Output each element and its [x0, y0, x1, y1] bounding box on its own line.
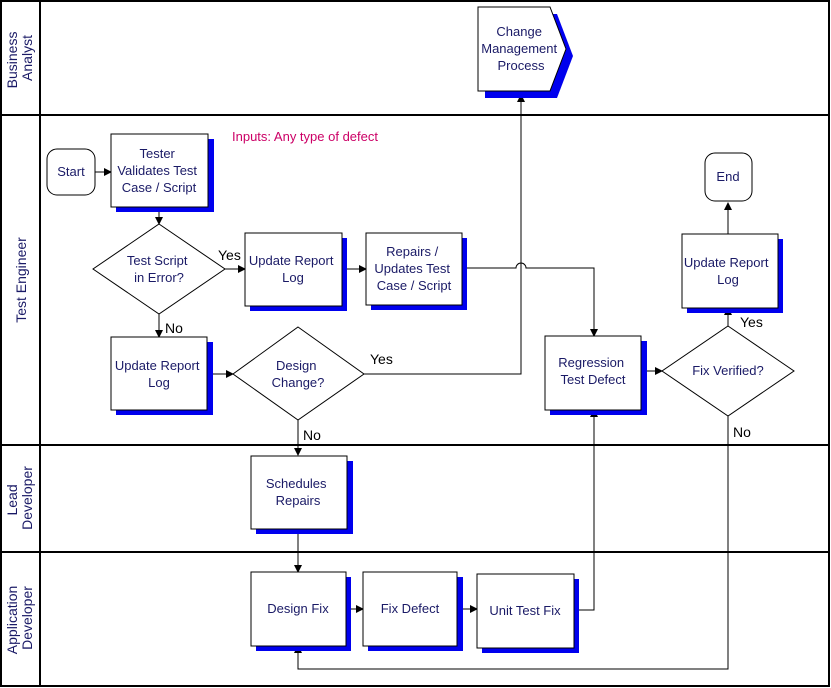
lane-label-business-analyst: Business Analyst — [4, 28, 35, 89]
edge-unit-test-to-regression — [574, 409, 598, 611]
node-unit-test-fix: Unit Test Fix — [476, 573, 579, 653]
svg-text:Unit Test Fix: Unit Test Fix — [489, 603, 561, 618]
label-error-no: No — [165, 320, 183, 336]
inputs-note: Inputs: Any type of defect — [232, 129, 378, 144]
lane-label-application-developer: Application Developer — [4, 582, 35, 654]
node-end: End — [704, 152, 753, 202]
svg-text:Test Script in Error?: Test Script in Error? — [127, 253, 191, 285]
lane-label-lead-developer: Lead Developer — [4, 466, 35, 530]
node-start: Start — [46, 148, 96, 196]
lane-label-test-engineer: Test Engineer — [13, 237, 29, 323]
node-design-change: Design Change? — [232, 326, 365, 421]
svg-text:Update Report Log: Update Report Log — [249, 253, 337, 285]
node-update-report-log-2: Update Report Log — [110, 336, 213, 415]
svg-text:Start: Start — [57, 164, 85, 179]
node-design-fix: Design Fix — [250, 571, 351, 651]
node-regression-test-defect: Regression Test Defect — [544, 335, 647, 415]
svg-text:Change Management: Change Management Process — [481, 24, 561, 73]
node-test-script-in-error: Test Script in Error? — [92, 223, 226, 315]
svg-text:Design Change?: Design Change? — [272, 358, 325, 390]
edge-design-yes-to-change-mgmt — [364, 94, 525, 375]
label-design-yes: Yes — [370, 351, 393, 367]
label-verified-no: No — [733, 424, 751, 440]
node-fix-defect: Fix Defect — [362, 571, 463, 651]
svg-text:Design Fix: Design Fix — [267, 601, 329, 616]
connectors — [95, 94, 732, 670]
edge-verified-no-to-design-fix — [294, 416, 729, 670]
svg-text:Fix Defect: Fix Defect — [381, 601, 440, 616]
svg-text:Update Report Log: Update Report Log — [684, 255, 772, 287]
svg-text:Update Report Log: Update Report Log — [115, 358, 203, 390]
node-change-management-process: Change Management Process — [477, 6, 573, 98]
node-schedules-repairs: Schedules Repairs — [250, 455, 353, 534]
node-repairs-updates-test-case: Repairs / Updates Test Case / Script — [365, 232, 467, 310]
node-update-report-log-1: Update Report Log — [244, 232, 347, 311]
edge-repairs-to-regression — [462, 262, 598, 337]
svg-text:End: End — [716, 169, 739, 184]
node-tester-validates: Tester Validates Test Case / Script — [110, 133, 214, 212]
svg-text:Tester Validates Test: Tester Validates Test Case / Script — [117, 146, 200, 195]
svg-text:Schedules Repairs: Schedules Repairs — [266, 476, 330, 508]
svg-text:Fix Verified?: Fix Verified? — [692, 363, 764, 378]
node-update-report-log-3: Update Report Log — [681, 233, 783, 313]
svg-text:Regression Test Defect: Regression Test Defect — [558, 355, 627, 387]
node-fix-verified: Fix Verified? — [661, 325, 795, 417]
label-design-no: No — [303, 427, 321, 443]
label-verified-yes: Yes — [740, 314, 763, 330]
label-error-yes: Yes — [218, 247, 241, 263]
svg-text:Repairs / Updates Test: Repairs / Updates Test Case / Script — [374, 244, 453, 293]
